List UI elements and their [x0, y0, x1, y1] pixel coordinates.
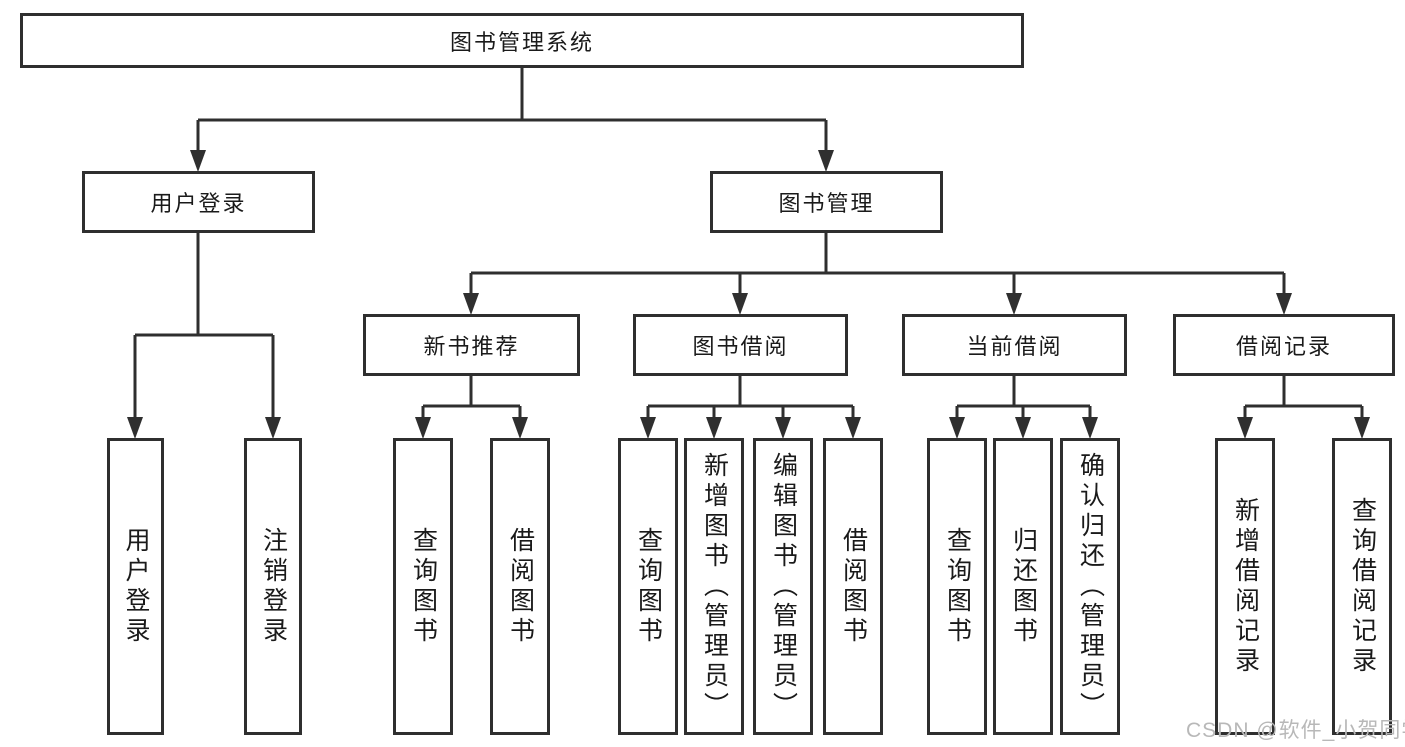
- leaf-edit-books-admin: 编辑图书（管理员）: [753, 438, 813, 735]
- node-book-management: 图书管理: [710, 171, 943, 233]
- leaf-return-books: 归还图书: [993, 438, 1053, 735]
- leaf-label: 查询图书: [409, 526, 438, 647]
- leaf-label: 确认归还（管理员）: [1076, 451, 1105, 722]
- leaf-label: 借阅图书: [506, 526, 535, 647]
- leaf-query-books-recommendation: 查询图书: [393, 438, 453, 735]
- leaf-confirm-return-admin: 确认归还（管理员）: [1060, 438, 1120, 735]
- node-library-management-system: 图书管理系统: [20, 13, 1024, 68]
- node-new-book-recommendation: 新书推荐: [363, 314, 580, 376]
- node-current-borrowing: 当前借阅: [902, 314, 1127, 376]
- leaf-query-books-current: 查询图书: [927, 438, 987, 735]
- arrowheads: [127, 150, 1370, 439]
- leaf-label: 借阅图书: [839, 526, 868, 647]
- leaf-user-login: 用户登录: [107, 438, 164, 735]
- node-borrowing-records: 借阅记录: [1173, 314, 1395, 376]
- node-label: 用户登录: [150, 191, 247, 216]
- node-label: 图书借阅: [692, 334, 789, 359]
- leaf-query-borrow-record: 查询借阅记录: [1332, 438, 1392, 735]
- leaf-borrow-books-recommendation: 借阅图书: [490, 438, 550, 735]
- leaf-label: 查询借阅记录: [1348, 496, 1377, 677]
- leaf-label: 编辑图书（管理员）: [769, 451, 798, 722]
- node-book-borrowing: 图书借阅: [633, 314, 848, 376]
- node-label: 新书推荐: [423, 334, 520, 359]
- leaf-label: 新增借阅记录: [1231, 496, 1260, 677]
- leaf-label: 查询图书: [634, 526, 663, 647]
- leaf-label: 注销登录: [259, 526, 288, 647]
- leaf-label: 查询图书: [943, 526, 972, 647]
- leaf-logout: 注销登录: [244, 438, 302, 735]
- node-label: 借阅记录: [1235, 334, 1332, 359]
- leaf-label: 归还图书: [1009, 526, 1038, 647]
- leaf-label: 用户登录: [122, 526, 150, 647]
- leaf-borrow-books: 借阅图书: [823, 438, 883, 735]
- leaf-add-borrow-record: 新增借阅记录: [1215, 438, 1275, 735]
- node-user-login: 用户登录: [82, 171, 315, 233]
- csdn-watermark: CSDN @软件_小贺同学: [1186, 719, 1405, 742]
- leaf-query-books-borrowing: 查询图书: [618, 438, 678, 735]
- leaf-add-books-admin: 新增图书（管理员）: [684, 438, 744, 735]
- node-label: 当前借阅: [966, 334, 1063, 359]
- leaf-label: 新增图书（管理员）: [700, 451, 729, 722]
- node-label: 图书管理系统: [449, 29, 594, 55]
- node-label: 图书管理: [778, 191, 875, 216]
